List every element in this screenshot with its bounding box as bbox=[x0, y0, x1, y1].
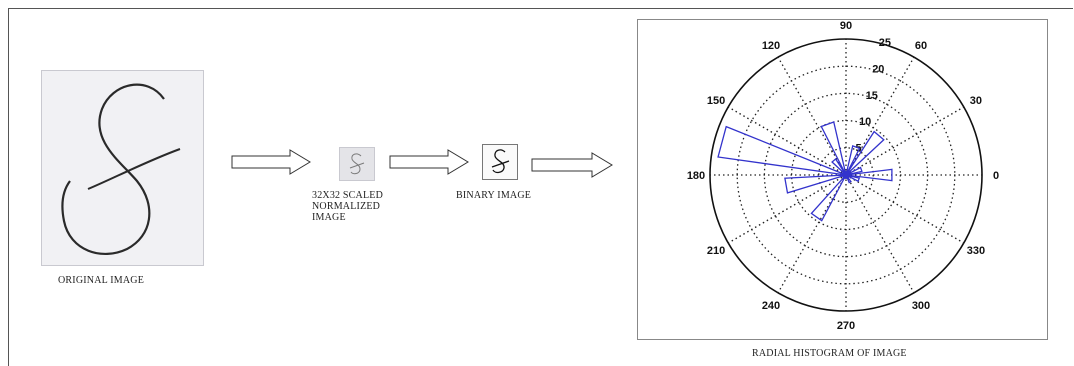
polar-radius-label: 15 bbox=[866, 90, 878, 102]
histogram-wedge bbox=[811, 175, 846, 221]
polar-radius-label: 20 bbox=[872, 63, 884, 75]
arrow-right-icon bbox=[390, 150, 470, 174]
polar-grid-spoke bbox=[778, 57, 846, 175]
arrow-right-icon bbox=[232, 150, 312, 174]
polar-center-dot bbox=[842, 171, 850, 179]
caption-original-image: ORIGINAL IMAGE bbox=[58, 275, 144, 286]
polar-angle-label: 330 bbox=[967, 245, 985, 257]
polar-grid-spoke bbox=[846, 175, 914, 293]
polar-angle-label: 120 bbox=[762, 40, 780, 52]
caption-radial-histogram: RADIAL HISTOGRAM OF IMAGE bbox=[752, 348, 907, 359]
caption-scaled-line1: 32X32 SCALED bbox=[312, 190, 383, 201]
original-image bbox=[41, 70, 204, 266]
polar-angle-label: 0 bbox=[993, 170, 999, 182]
polar-angle-label: 270 bbox=[837, 320, 855, 332]
polar-angle-label: 300 bbox=[912, 300, 930, 312]
polar-radius-label: 10 bbox=[859, 116, 871, 128]
polar-angle-label: 210 bbox=[707, 245, 725, 257]
polar-angle-label: 90 bbox=[840, 20, 852, 32]
histogram-wedge bbox=[785, 175, 846, 193]
polar-angle-label: 180 bbox=[687, 170, 705, 182]
scaled-normalized-image bbox=[339, 147, 375, 181]
polar-angle-label: 30 bbox=[970, 95, 982, 107]
polar-radius-label: 25 bbox=[879, 37, 891, 49]
scaled-signature-drawing bbox=[340, 148, 374, 180]
caption-scaled-line2: NORMALIZED bbox=[312, 201, 380, 212]
polar-angle-label: 60 bbox=[915, 40, 927, 52]
caption-scaled-line3: IMAGE bbox=[312, 212, 346, 223]
binary-signature-drawing bbox=[483, 145, 517, 179]
caption-binary-image: BINARY IMAGE bbox=[456, 190, 531, 201]
arrow-right-icon bbox=[532, 153, 614, 177]
histogram-wedge bbox=[718, 127, 846, 175]
polar-angle-label: 240 bbox=[762, 300, 780, 312]
polar-grid-spoke bbox=[846, 175, 964, 243]
polar-angle-label: 150 bbox=[707, 95, 725, 107]
signature-drawing bbox=[42, 71, 203, 265]
binary-image bbox=[482, 144, 518, 180]
